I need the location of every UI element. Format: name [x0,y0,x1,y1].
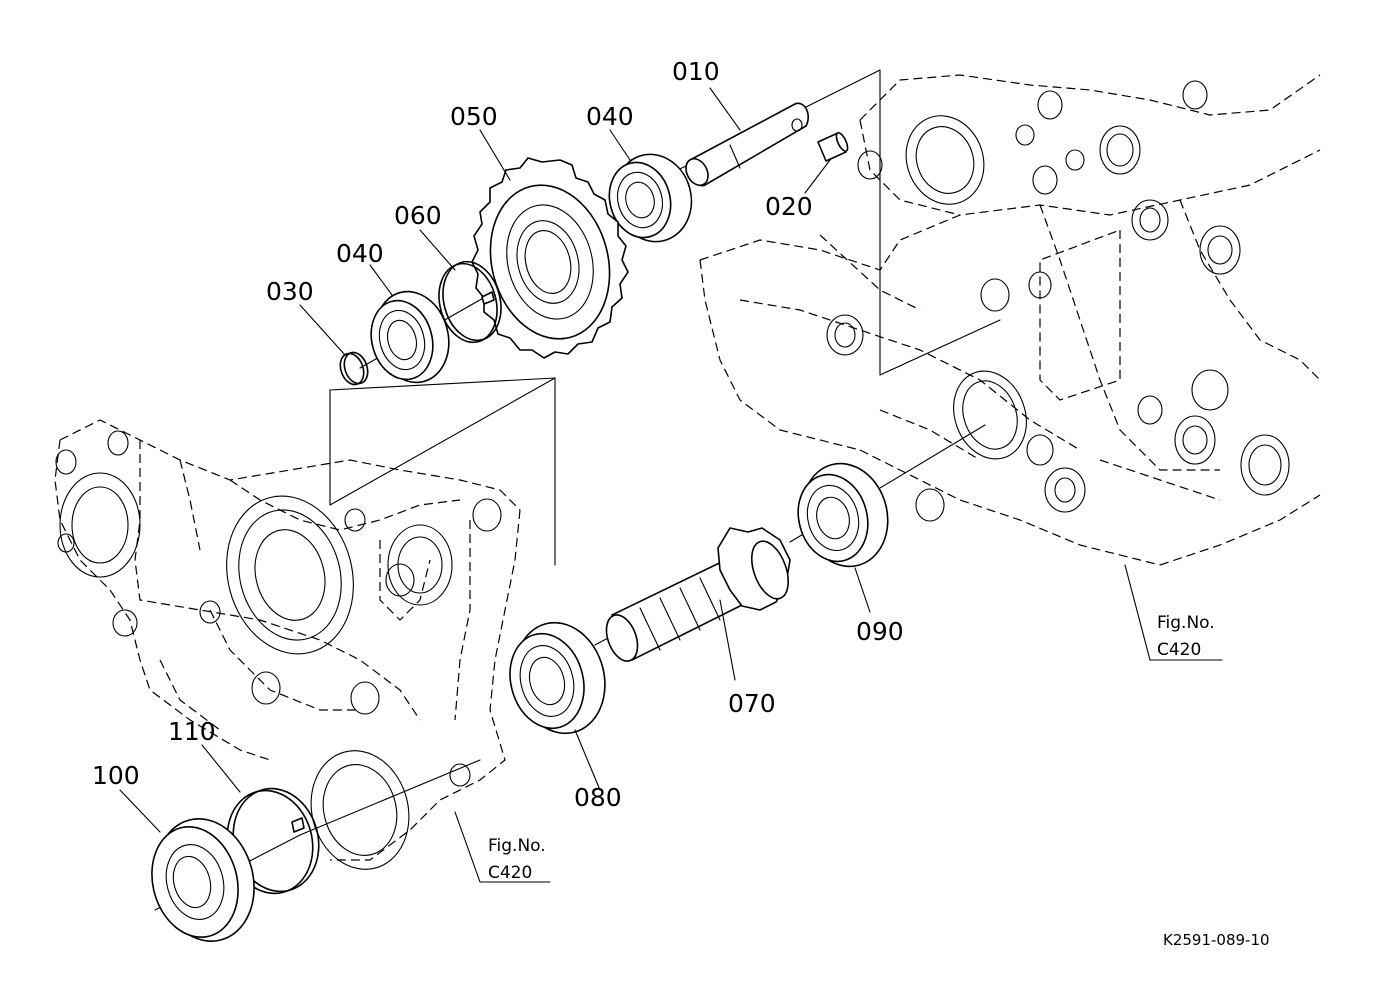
part-040-bearing-lower [370,290,450,384]
part-090-bearing [797,462,889,568]
label-090: 090 [856,617,904,646]
part-010-shaft [685,102,810,187]
label-070: 070 [728,689,776,718]
label-110: 110 [168,717,216,746]
label-040-upper: 040 [586,102,634,131]
figure-ref-left-line1: Fig.No. [488,836,546,856]
label-030: 030 [266,277,314,306]
label-020: 020 [765,192,813,221]
figure-ref-left-line2: C420 [488,863,532,883]
part-030-circlip [339,351,369,386]
part-020-pin [817,131,849,162]
part-040-bearing-upper [608,153,693,243]
part-labels: 010 020 040 050 060 040 030 070 080 090 … [92,57,904,812]
part-110-snap-ring [226,787,320,895]
label-010: 010 [672,57,720,86]
left-housing [54,419,521,870]
right-housing [699,74,1321,566]
part-070-splined-shaft [605,527,791,662]
figure-ref-right: Fig.No. C420 [1157,613,1215,660]
figure-ref-right-line1: Fig.No. [1157,613,1215,633]
label-060: 060 [394,201,442,230]
part-050-gear [471,157,629,359]
leader-lines [119,87,1223,883]
figure-ref-right-line2: C420 [1157,640,1201,660]
label-080: 080 [574,783,622,812]
label-050: 050 [450,102,498,131]
part-080-bearing [509,621,606,735]
drawing-code: K2591-089-10 [1163,931,1270,949]
figure-ref-left: Fig.No. C420 [488,836,546,883]
part-060-snap-ring [438,260,502,344]
part-100-oil-seal [151,818,255,942]
label-100: 100 [92,761,140,790]
label-040-lower: 040 [336,239,384,268]
